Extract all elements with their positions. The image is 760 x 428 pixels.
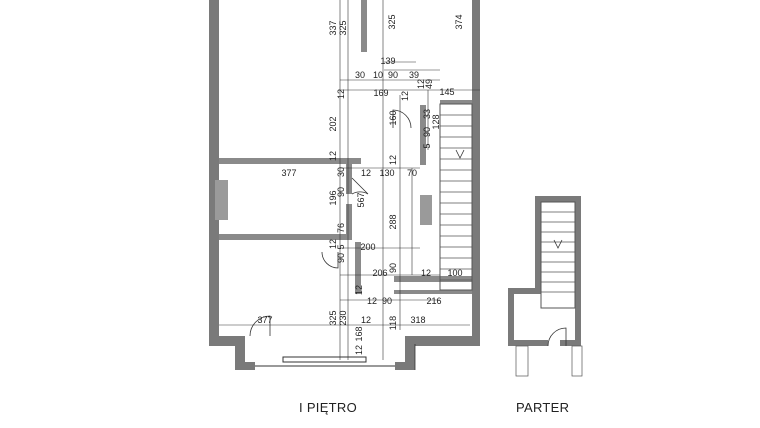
door-swing-entrance — [547, 327, 567, 347]
dim-12: 12 — [416, 79, 426, 89]
dim-567: 567 — [356, 192, 366, 207]
dim-12: 12 — [354, 345, 364, 355]
dim-145: 145 — [439, 87, 454, 97]
partition-room-top — [219, 158, 361, 164]
stair-arrow-icon — [455, 149, 465, 159]
dim-325: 325 — [328, 310, 338, 325]
dim-139: 139 — [380, 56, 395, 66]
dim-12: 12 — [400, 91, 410, 101]
dim-169: 169 — [373, 88, 388, 98]
dim-118: 118 — [388, 316, 398, 330]
dim-230: 230 — [338, 310, 348, 325]
dim-325: 325 — [387, 14, 397, 29]
dim-100: 100 — [447, 268, 462, 278]
window-bottom — [282, 356, 367, 363]
bottom-wall-left — [209, 336, 245, 346]
dim-70: 70 — [407, 168, 417, 178]
bay-wall-left — [235, 336, 245, 370]
upper-floor-plan: 337 325 325 374 139 30 10 90 39 12 49 12… — [209, 0, 480, 370]
caption-first-floor: I PIĘTRO — [299, 400, 358, 415]
dim-288: 288 — [388, 214, 398, 229]
dim-12: 12 — [361, 315, 371, 325]
dim-337: 337 — [328, 20, 338, 35]
dim-160: 160 — [388, 110, 398, 125]
dim-5: 5 — [422, 143, 432, 148]
dim-10: 10 — [373, 70, 383, 80]
dim-128: 128 — [431, 114, 441, 129]
caption-ground-floor: PARTER — [516, 400, 570, 415]
bay-wall-bottom-right — [395, 362, 415, 370]
door-swing-lower — [321, 251, 339, 269]
dim-90: 90 — [388, 263, 398, 273]
staircase-outline — [439, 103, 473, 291]
dim-12: 12 — [328, 239, 338, 249]
dim-377: 377 — [281, 168, 296, 178]
dim-90: 90 — [382, 296, 392, 306]
dim-377: 377 — [257, 315, 272, 325]
dim-196: 196 — [328, 190, 338, 205]
dim-12: 12 — [388, 155, 398, 165]
door-swing-hall — [392, 109, 412, 129]
dim-12: 12 — [421, 268, 431, 278]
dim-12: 12 — [367, 296, 377, 306]
dim-90: 90 — [388, 70, 398, 80]
dim-168: 168 — [354, 326, 364, 341]
dim-33: 33 — [422, 109, 432, 119]
ground-floor-plan — [508, 196, 583, 377]
partition-room-bottom — [219, 234, 349, 240]
dim-39: 39 — [409, 70, 419, 80]
bay-wall-right — [405, 336, 415, 370]
dim-374: 374 — [454, 14, 464, 29]
dim-90: 90 — [422, 127, 432, 137]
ventilation-shaft — [420, 195, 432, 225]
dim-12: 12 — [361, 168, 371, 178]
dim-5: 5 — [336, 244, 346, 249]
partition-upper — [361, 0, 367, 52]
chimney — [215, 180, 228, 220]
bay-wall-bottom-left — [235, 362, 255, 370]
dim-325: 325 — [338, 20, 348, 35]
left-outer-wall — [209, 0, 219, 344]
dim-76: 76 — [336, 223, 346, 233]
dim-49: 49 — [424, 79, 434, 89]
door-swing-room — [351, 177, 369, 195]
bottom-wall-right — [405, 336, 480, 346]
dim-90: 90 — [336, 187, 346, 197]
door-swing-balcony — [249, 315, 271, 337]
right-outer-wall — [472, 0, 480, 346]
dim-90: 90 — [336, 253, 346, 263]
dim-30: 30 — [355, 70, 365, 80]
dim-30: 30 — [336, 167, 346, 177]
dimension-lines — [219, 0, 480, 360]
dim-130: 130 — [379, 168, 394, 178]
dim-12: 12 — [354, 285, 364, 295]
dim-202: 202 — [328, 116, 338, 131]
dim-12: 12 — [328, 151, 338, 161]
dim-206: 206 — [372, 268, 387, 278]
stair-arrow-icon — [553, 239, 563, 249]
ground-staircase — [540, 201, 576, 309]
dim-200: 200 — [360, 242, 375, 252]
dim-216: 216 — [426, 296, 441, 306]
dim-318: 318 — [410, 315, 425, 325]
dim-12: 12 — [336, 89, 346, 99]
